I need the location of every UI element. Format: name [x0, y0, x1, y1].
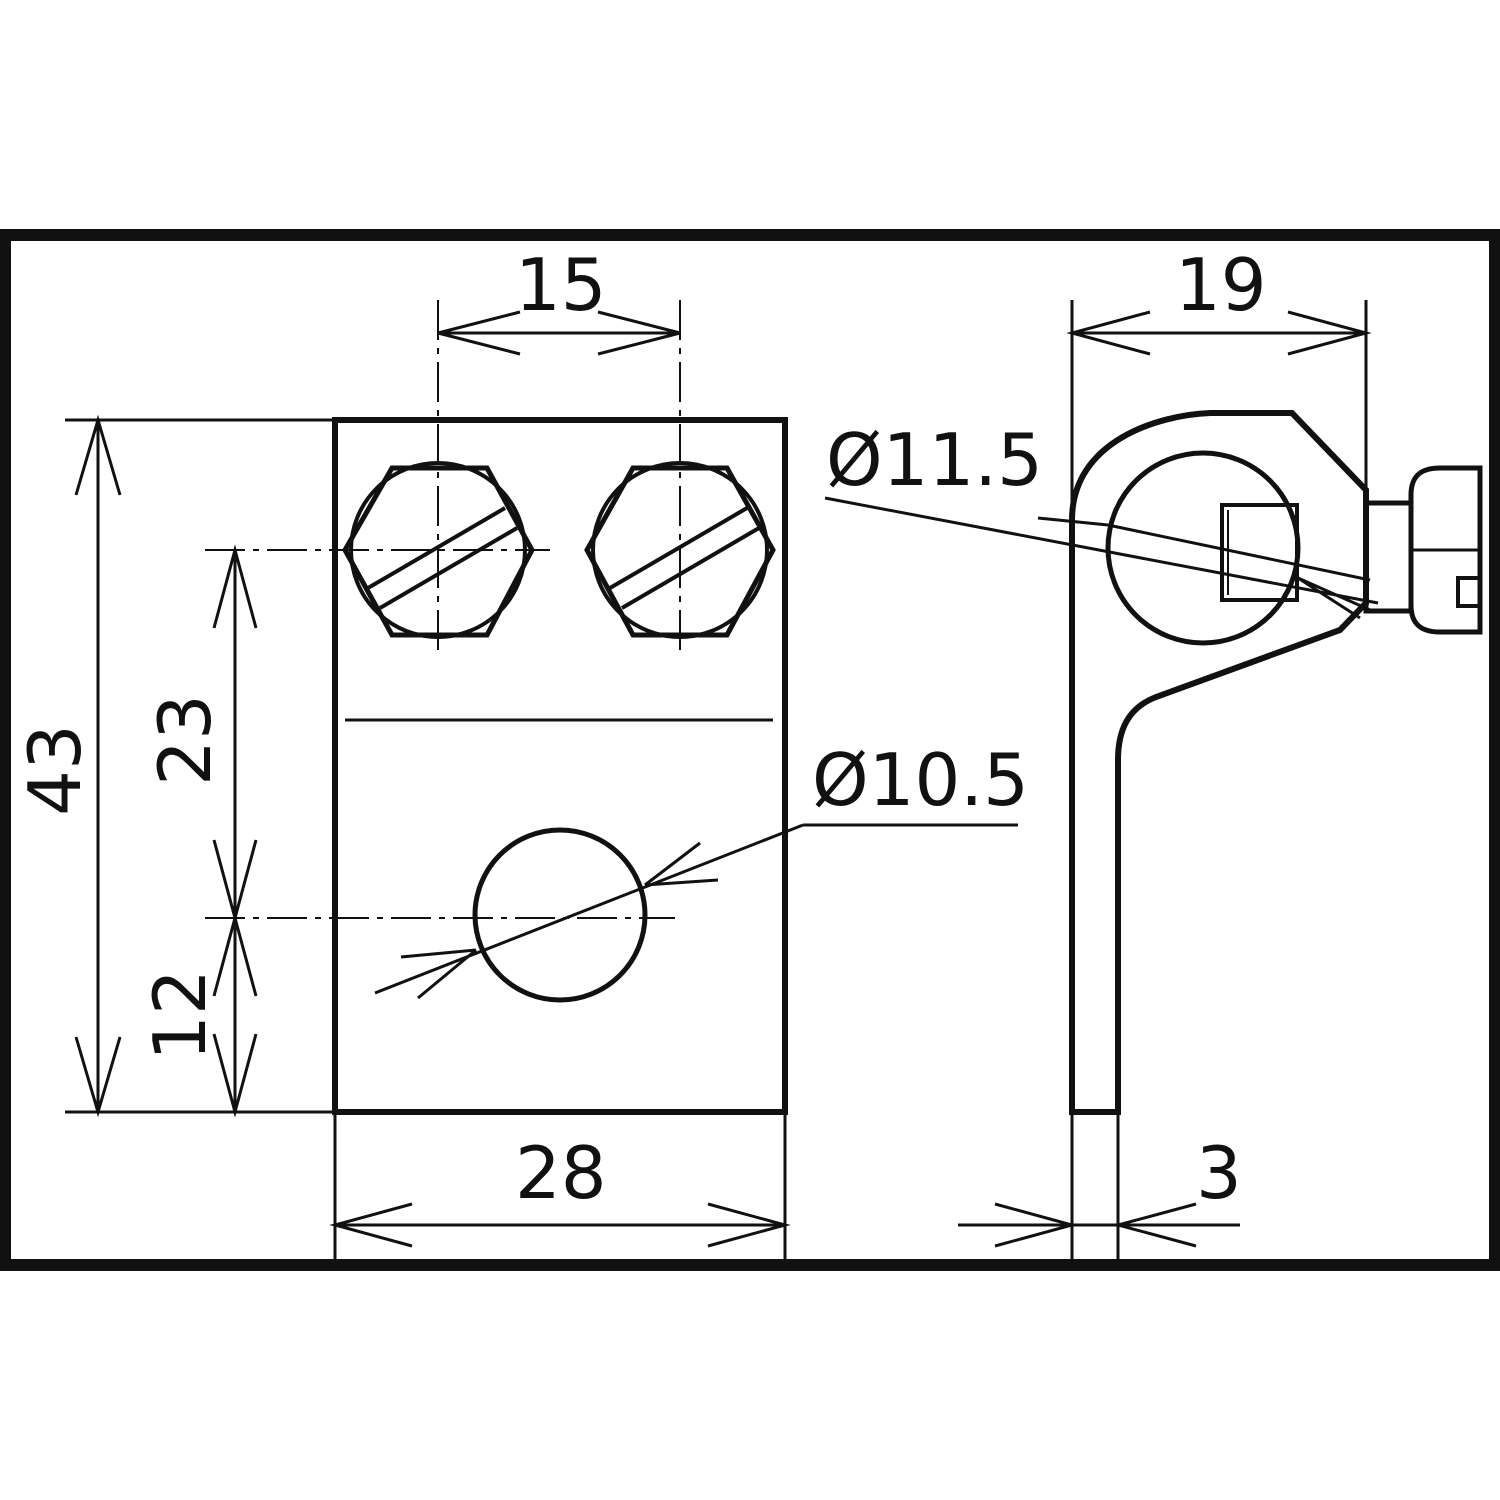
dim-hole-from-bottom-label: 12: [138, 969, 222, 1061]
dim-depth: [1066, 300, 1372, 520]
bore-circle: [1105, 450, 1301, 646]
front-view: Ø10.5 15 43 23 12: [13, 243, 1029, 1260]
side-view: Ø11.5 19 3: [824, 243, 1483, 1260]
bore-diameter-label: Ø11.5: [826, 418, 1043, 502]
dim-total-height-label: 43: [13, 724, 97, 816]
bracket-profile: [1069, 410, 1369, 1115]
dim-bolt-to-hole-label: 23: [143, 694, 227, 786]
dim-bolt-spacing-label: 15: [515, 243, 607, 327]
dim-depth-label: 19: [1175, 243, 1267, 327]
dim-bolt-spacing: [437, 310, 681, 356]
plate-outline: [332, 417, 788, 1115]
dim-width-label: 28: [515, 1131, 607, 1215]
clamp-screw: [1220, 465, 1483, 635]
mounting-hole: [472, 827, 648, 1003]
dim-hole-from-bottom: [212, 912, 258, 1118]
dim-thickness-label: 3: [1196, 1131, 1242, 1215]
hole-diameter-label: Ø10.5: [812, 738, 1029, 822]
drawing-frame: [0, 229, 1500, 1271]
bore-diameter-leader: [824, 496, 1379, 620]
dim-width: [329, 1112, 791, 1260]
dim-thickness: [958, 1112, 1240, 1260]
hole-diameter-leader: [374, 823, 1018, 1000]
dim-total-height: [65, 414, 335, 1118]
